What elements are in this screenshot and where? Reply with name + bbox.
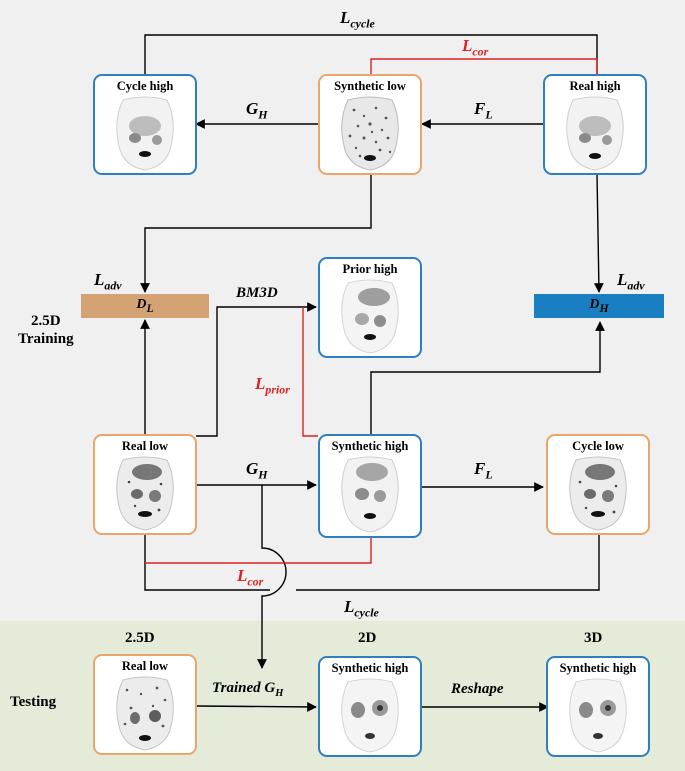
col-2d-label: 2D	[358, 630, 377, 646]
trained-g-h-connector	[257, 485, 287, 669]
reshape-label: Reshape	[451, 681, 504, 697]
d-l-label: DL	[136, 297, 154, 315]
l-cor-bottom-label: Lcor	[237, 566, 264, 589]
ct-scan-image	[569, 456, 627, 531]
l-adv-right-label: Ladv	[617, 270, 645, 293]
to-d-h-arrow-top	[593, 173, 604, 293]
ct-scan-image	[341, 279, 399, 354]
l-cycle-bottom-line-2	[296, 535, 600, 591]
cycle-low-box: Cycle low	[546, 434, 650, 535]
ct-scan-image	[569, 678, 627, 753]
l-adv-left-label: Ladv	[94, 270, 122, 293]
ct-scan-image	[341, 456, 399, 533]
prior-high-box: Prior high	[318, 257, 422, 358]
to-d-l-arrow-top	[140, 174, 372, 293]
test-synthetic-high-2d-box: Synthetic high	[318, 656, 422, 757]
synthetic-high-label: Synthetic high	[331, 439, 409, 453]
real-low-label: Real low	[121, 439, 169, 453]
to-d-h-arrow-bottom	[370, 321, 605, 434]
ct-scan-image	[341, 96, 399, 171]
test-synthetic-high-3d-box: Synthetic high	[546, 656, 650, 757]
l-prior-line	[302, 307, 318, 437]
ct-scan-image	[566, 96, 624, 171]
test-real-low-label: Real low	[121, 659, 169, 673]
real-high-label: Real high	[569, 79, 621, 93]
real-high-box: Real high	[543, 74, 647, 175]
real-low-box: Real low	[93, 434, 197, 535]
ct-scan-image	[116, 676, 174, 751]
g-h-mid-label: GH	[246, 459, 268, 482]
l-cor-bottom-line	[145, 538, 372, 564]
l-prior-label: Lprior	[255, 374, 290, 397]
synthetic-low-label: Synthetic low	[334, 79, 406, 93]
cycle-high-box: Cycle high	[93, 74, 197, 175]
l-cycle-bottom-label: Lcycle	[344, 597, 379, 620]
ct-scan-image	[341, 678, 399, 753]
l-cycle-top-label: Lcycle	[340, 8, 375, 31]
l-cor-top-label: Lcor	[462, 36, 489, 59]
ct-scan-image	[116, 456, 174, 531]
synthetic-low-box: Synthetic low	[318, 74, 422, 175]
cycle-low-label: Cycle low	[572, 439, 624, 453]
test-synthetic-high-2d-label: Synthetic high	[331, 661, 409, 675]
training-dim-label: 2.5D	[30, 313, 61, 329]
trained-g-h-arrow	[195, 702, 317, 712]
bm3d-arrow	[196, 302, 317, 437]
l-cor-top-line	[370, 58, 598, 76]
col-2-5d-label: 2.5D	[125, 630, 155, 646]
col-3d-label: 3D	[584, 630, 603, 646]
test-real-low-box: Real low	[93, 654, 197, 755]
d-h-label: DH	[589, 297, 609, 315]
g-h-top-label: GH	[246, 99, 268, 122]
d-l-discriminator: DL	[81, 294, 209, 318]
f-l-top-label: FL	[474, 99, 493, 122]
test-synthetic-high-3d-label: Synthetic high	[559, 661, 637, 675]
ct-scan-image	[116, 96, 174, 171]
prior-high-label: Prior high	[342, 262, 398, 276]
bm3d-label: BM3D	[236, 285, 278, 301]
d-h-discriminator: DH	[534, 294, 664, 318]
training-title: Training	[18, 331, 74, 347]
synthetic-high-box: Synthetic high	[318, 434, 422, 538]
testing-section-label: Testing	[10, 694, 57, 710]
l-cycle-top-line	[144, 34, 598, 76]
l-cycle-bottom-line	[144, 535, 270, 591]
f-l-mid-label: FL	[474, 459, 493, 482]
cycle-high-label: Cycle high	[116, 79, 174, 93]
trained-g-h-label: Trained GH	[212, 680, 284, 699]
training-section-label: 2.5D Training	[18, 312, 74, 348]
